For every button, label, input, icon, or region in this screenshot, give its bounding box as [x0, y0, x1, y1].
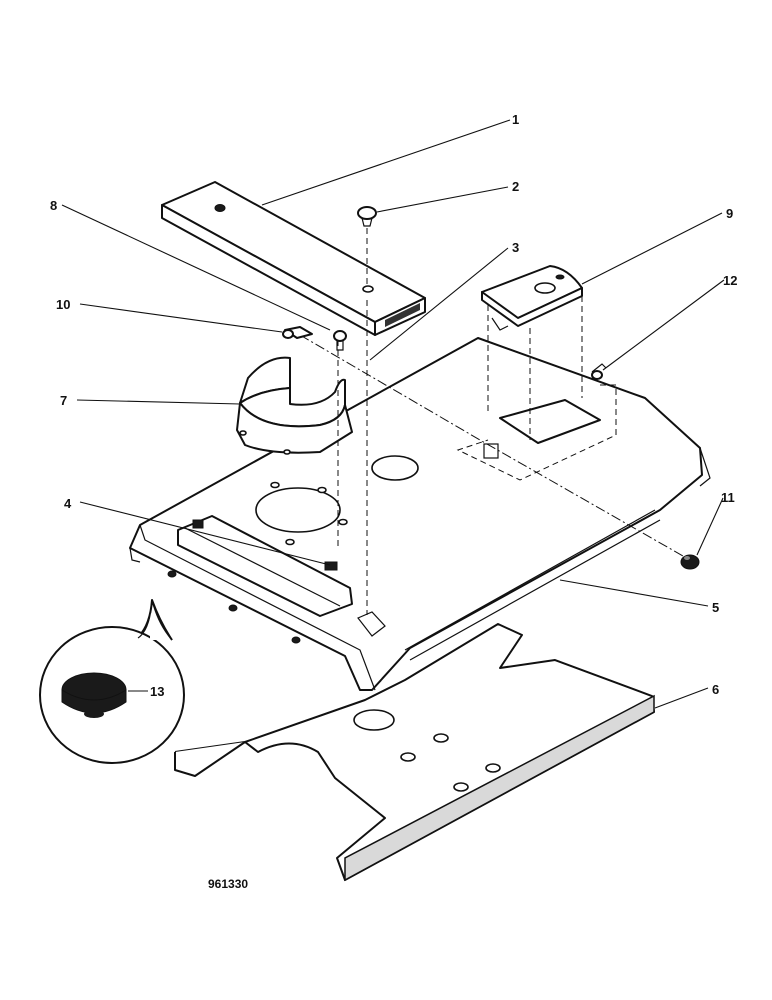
detail-inset	[39, 599, 185, 764]
bolt-part-10	[282, 326, 313, 339]
clip-part	[591, 363, 607, 380]
nut-part	[680, 554, 700, 570]
reference-number: 961330	[208, 877, 248, 891]
floor-mat-part	[174, 623, 655, 882]
screw-part	[357, 206, 377, 285]
rubber-buffers	[167, 570, 301, 644]
callout-7: 7	[60, 393, 67, 408]
bolt-part-8	[333, 330, 347, 351]
callout-10: 10	[56, 297, 70, 312]
callout-1: 1	[512, 112, 519, 127]
callout-2: 2	[512, 179, 519, 194]
callout-13: 13	[150, 684, 164, 699]
callout-9: 9	[726, 206, 733, 221]
callout-12: 12	[723, 273, 737, 288]
callout-6: 6	[712, 682, 719, 697]
callout-labels: 1 2 3 4 5 6 7 8 9 10 11 12 13	[50, 112, 737, 699]
callout-11: 11	[721, 490, 735, 505]
floor-plate-part	[129, 337, 711, 691]
callout-5: 5	[712, 600, 719, 615]
top-bar-part	[161, 181, 426, 336]
curved-guard-part	[236, 356, 353, 455]
hinge-strip-part	[177, 515, 353, 617]
callout-8: 8	[50, 198, 57, 213]
box-cover-part	[481, 265, 583, 331]
assembly-projection-lines	[299, 296, 691, 615]
leader-lines	[61, 119, 725, 709]
callout-3: 3	[512, 240, 519, 255]
callout-4: 4	[64, 496, 72, 511]
